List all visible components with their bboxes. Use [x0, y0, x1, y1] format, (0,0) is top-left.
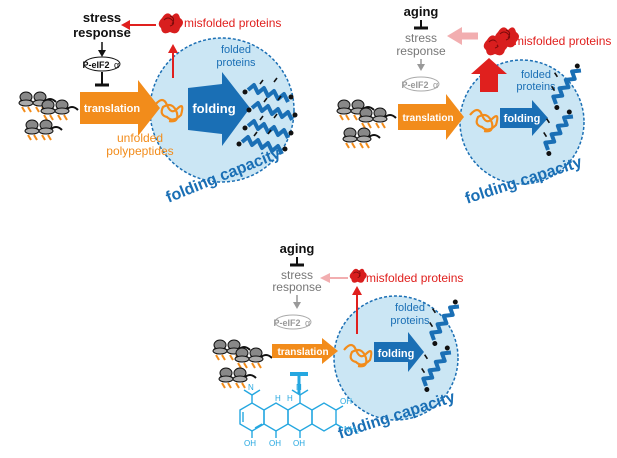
folded-label: folded — [395, 302, 425, 314]
peif2-label: P-eIF2 — [273, 318, 300, 328]
aging-label: aging — [280, 241, 315, 256]
folding-label: folding — [192, 101, 235, 116]
tetracycline-labels: N N H H OH OH OH OH NH2 — [244, 383, 360, 448]
stress-label: stress — [83, 10, 121, 25]
folding-arrow-1 — [188, 72, 250, 146]
panel-1: stress response misfolded proteins P-eIF… — [18, 10, 300, 207]
translation-label: translation — [402, 113, 453, 124]
svg-text:OH: OH — [340, 397, 352, 406]
translation-label: translation — [84, 103, 141, 115]
svg-text:N: N — [296, 383, 302, 392]
alpha-symbol: α — [305, 318, 310, 328]
translation-label: translation — [277, 347, 328, 358]
aggregate-icon — [349, 268, 368, 284]
stress-label: stress — [405, 31, 437, 45]
polypeptides-label: polypeptides — [106, 144, 173, 158]
misfolded-label: misfolded proteins — [184, 16, 281, 30]
peif2-label: P-eIF2 — [401, 80, 428, 90]
aging-label: aging — [404, 4, 439, 19]
misfolded-label: misfolded proteins — [366, 271, 463, 285]
svg-text:OH: OH — [293, 439, 305, 448]
ribosome-icon — [212, 339, 273, 389]
proteins-label: proteins — [390, 315, 430, 327]
unfolded-label: unfolded — [117, 131, 163, 145]
response-label: response — [272, 280, 322, 294]
folding-arrow-3 — [374, 332, 424, 372]
misfolded-label: misfolded proteins — [514, 34, 611, 48]
response-label: response — [396, 44, 446, 58]
stress-label: stress — [281, 268, 313, 282]
peif2-oval-1 — [83, 56, 121, 72]
svg-text:N: N — [248, 383, 254, 392]
ribosome-icon — [18, 91, 79, 141]
svg-text:NH2: NH2 — [344, 425, 360, 436]
panel-3: aging stress response P-eIF2 α misfolded… — [212, 241, 463, 448]
alpha-symbol: α — [114, 60, 119, 70]
peif2-oval-2 — [402, 76, 440, 92]
folded-label: folded — [221, 44, 251, 56]
svg-text:H: H — [287, 394, 293, 403]
ribosome-icon — [336, 99, 397, 149]
svg-text:OH: OH — [244, 439, 256, 448]
folding-arrow-2 — [500, 100, 548, 136]
folding-label: folding — [378, 348, 415, 360]
proteins-label: proteins — [216, 57, 256, 69]
proteins-label: proteins — [516, 81, 556, 93]
response-label: response — [73, 25, 131, 40]
tetracycline-molecule-icon — [239, 389, 344, 438]
translation-arrow-2 — [398, 94, 464, 140]
peif2-oval-3 — [274, 314, 312, 330]
alpha-symbol: α — [433, 80, 438, 90]
aggregate-icon — [158, 12, 184, 34]
misfolding-arrow-2 — [471, 58, 507, 92]
translation-arrow-1 — [80, 80, 160, 136]
folding-label: folding — [504, 113, 541, 125]
folded-label: folded — [521, 69, 551, 81]
translation-arrow-3 — [272, 338, 338, 364]
peif2-label: P-eIF2 — [82, 60, 109, 70]
svg-text:H: H — [275, 394, 281, 403]
panel-2: aging stress response P-eIF2 α misfolded… — [336, 4, 611, 208]
svg-text:OH: OH — [269, 439, 281, 448]
